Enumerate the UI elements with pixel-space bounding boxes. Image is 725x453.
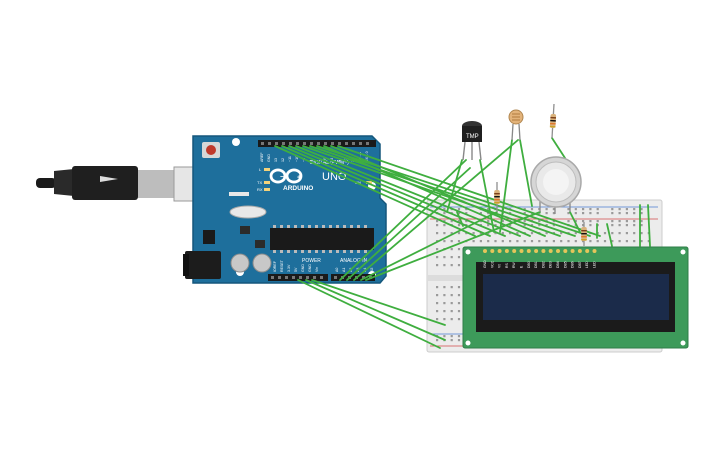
- resistors: [494, 103, 587, 246]
- analog-header[interactable]: [331, 274, 375, 281]
- wire-21[interactable]: [446, 159, 463, 213]
- gas-sensor[interactable]: [530, 156, 582, 214]
- svg-text:L: L: [259, 167, 262, 172]
- wire-2[interactable]: [288, 145, 506, 237]
- top-pin-label-14: TX→1: [358, 152, 362, 162]
- microcontroller-chip: [270, 228, 374, 250]
- wire-9[interactable]: [337, 145, 601, 237]
- wire-3[interactable]: [295, 145, 521, 237]
- top-pin-label-3: 12: [281, 158, 285, 162]
- wire-27[interactable]: [606, 223, 613, 247]
- lcd-pin-label-11: DB5: [563, 261, 567, 268]
- lcd-pin-label-10: DB4: [556, 261, 560, 268]
- power-pin-label-4: GND: [301, 264, 305, 272]
- svg-text:RX: RX: [257, 187, 263, 192]
- wire-8[interactable]: [330, 145, 546, 237]
- tmp-label: TMP: [466, 134, 479, 140]
- resistor-lcd[interactable]: [581, 222, 587, 246]
- lcd-pin-label-12: DB6: [571, 261, 575, 268]
- power-pin-label-5: GND: [308, 264, 312, 272]
- analog-pin-label-1: A1: [342, 268, 346, 272]
- wire-17[interactable]: [297, 279, 441, 349]
- power-pin-label-2: 3.3V: [287, 264, 291, 272]
- lcd-pin-label-1: VCC: [490, 260, 494, 268]
- wire-0[interactable]: [274, 145, 476, 237]
- analog-pin-label-0: A0: [335, 268, 339, 272]
- lcd-pin-label-5: E: [520, 265, 524, 268]
- lcd-pin-label-8: DB2: [541, 261, 545, 268]
- lcd-pin-label-6: DB0: [527, 261, 531, 268]
- wires: [274, 137, 651, 349]
- top-pin-label-7: 8: [309, 160, 313, 162]
- wire-15[interactable]: [305, 279, 446, 341]
- analog-label: ANALOG IN: [340, 258, 368, 264]
- wire-5[interactable]: [309, 145, 576, 237]
- temperature-sensor[interactable]: TMP: [462, 121, 482, 161]
- power-label: POWER: [302, 258, 321, 264]
- wire-22[interactable]: [551, 137, 566, 159]
- wire-19[interactable]: [519, 139, 533, 207]
- wire-7[interactable]: [323, 145, 531, 237]
- lcd-pin-label-7: DB1: [534, 261, 538, 268]
- arduino-logo: − +: [269, 168, 303, 184]
- resistor-pullup[interactable]: [549, 103, 557, 139]
- lcd-pin-label-9: DB3: [549, 261, 553, 268]
- top-pin-label-12: ~3: [344, 158, 348, 162]
- top-pin-label-2: 13: [274, 158, 278, 162]
- wire-20[interactable]: [479, 159, 495, 233]
- wire-18[interactable]: [499, 139, 513, 233]
- top-pin-label-4: ~11: [288, 156, 292, 162]
- svg-text:+: +: [297, 175, 301, 182]
- lcd-pin-label-4: RW: [512, 262, 516, 268]
- power-pin-label-3: 5V: [294, 267, 298, 272]
- top-pin-label-11: 4: [337, 160, 341, 162]
- lcd-pin-label-14: LED: [585, 261, 589, 268]
- top-pin-label-5: ~10: [295, 156, 299, 162]
- analog-pin-label-5: A5: [370, 268, 374, 272]
- model-label: UNO: [322, 171, 347, 183]
- wire-28[interactable]: [456, 211, 464, 227]
- wire-1[interactable]: [281, 145, 491, 237]
- wire-26[interactable]: [647, 204, 651, 247]
- top-pin-label-0: AREF: [260, 152, 264, 162]
- wire-10[interactable]: [339, 159, 467, 281]
- svg-text:TX: TX: [257, 180, 262, 185]
- power-header[interactable]: [268, 274, 328, 281]
- top-pin-label-1: GND: [267, 154, 271, 162]
- brand-label: ARDUINO: [283, 185, 313, 192]
- power-pin-label-1: RESET: [280, 259, 284, 272]
- wire-11[interactable]: [346, 167, 471, 281]
- power-pin-label-0: IOREF: [273, 260, 277, 272]
- lcd-pin-label-0: GND: [483, 260, 487, 268]
- lcd-pin-label-2: V0: [498, 264, 502, 268]
- power-pin-label-6: Vin: [315, 267, 319, 272]
- lcd-pin-label-15: LED: [593, 261, 597, 268]
- wire-12[interactable]: [353, 139, 519, 281]
- power-jack[interactable]: [185, 251, 221, 279]
- lcd-screen: [483, 274, 669, 320]
- wire-13[interactable]: [360, 211, 498, 281]
- resistor-photo[interactable]: [494, 182, 500, 212]
- usb-cable[interactable]: [36, 166, 205, 202]
- photoresistor[interactable]: [508, 109, 524, 141]
- wire-16[interactable]: [311, 279, 446, 326]
- lcd-pin-label-3: RS: [505, 263, 509, 268]
- lcd-pin-label-13: DB7: [578, 261, 582, 268]
- svg-text:−: −: [280, 174, 284, 181]
- wire-14[interactable]: [365, 211, 541, 281]
- top-pin-label-9: ~6: [323, 158, 327, 162]
- wire-23[interactable]: [569, 211, 581, 233]
